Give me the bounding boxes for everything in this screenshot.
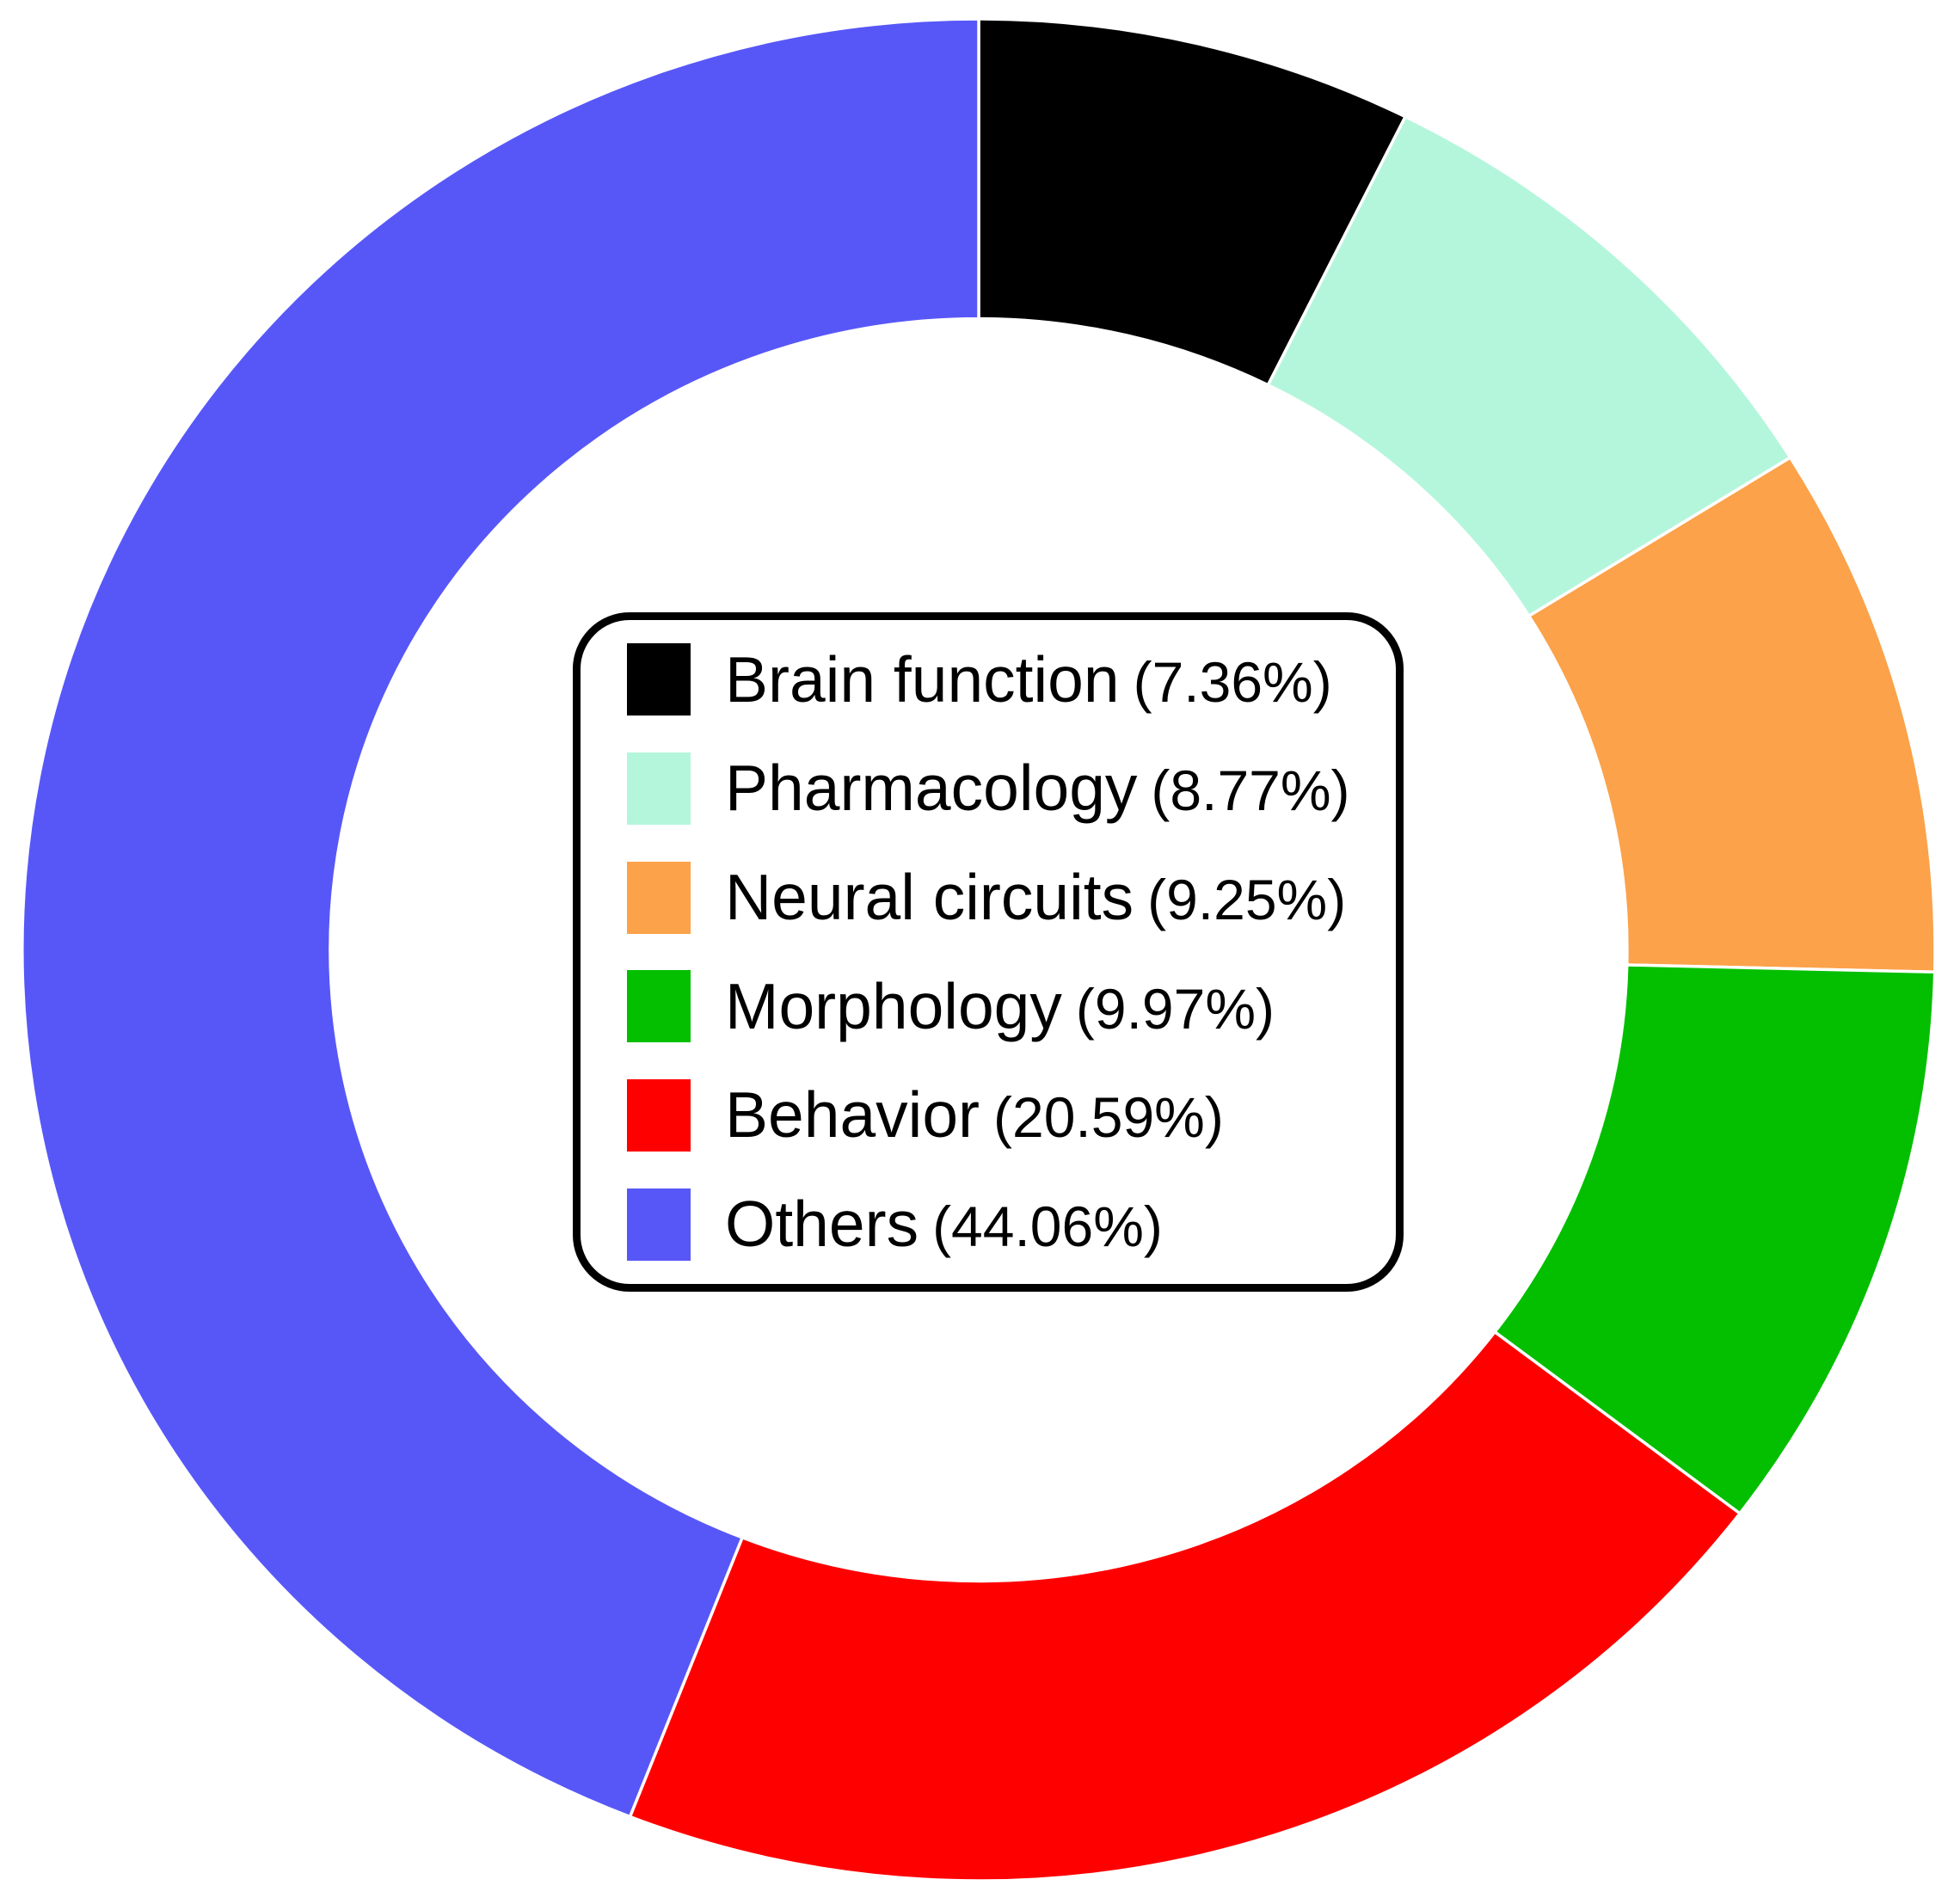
legend-percentage: (20.59%) <box>993 1085 1224 1150</box>
legend-percentage: (7.36%) <box>1133 649 1332 714</box>
legend-name: Pharmacology <box>725 752 1138 825</box>
legend-swatch-others <box>627 1188 691 1261</box>
legend-item-pharmacology: Pharmacology(8.77%) <box>581 752 1396 825</box>
donut-segment-morphology <box>1492 963 1937 1516</box>
legend-item-brain-function: Brain function(7.36%) <box>581 643 1396 716</box>
legend-label: Brain function(7.36%) <box>725 647 1332 714</box>
legend-percentage: (9.97%) <box>1075 976 1275 1041</box>
legend-percentage: (8.77%) <box>1151 759 1350 823</box>
legend-box: Brain function(7.36%) Pharmacology(8.77%… <box>573 612 1404 1292</box>
legend-name: Morphology <box>725 969 1062 1042</box>
legend-name: Brain function <box>725 642 1120 716</box>
legend-item-others: Others(44.06%) <box>581 1188 1396 1261</box>
legend-item-behavior: Behavior(20.59%) <box>581 1078 1396 1152</box>
legend-label: Pharmacology(8.77%) <box>725 756 1350 820</box>
legend-percentage: (9.25%) <box>1147 868 1347 932</box>
legend-label: Neural circuits(9.25%) <box>725 865 1346 930</box>
donut-segment-others <box>21 17 980 1819</box>
legend-label: Morphology(9.97%) <box>725 973 1275 1041</box>
legend-swatch-neural-circuits <box>627 861 691 934</box>
legend-swatch-brain-function <box>627 643 691 716</box>
legend-item-morphology: Morphology(9.97%) <box>581 970 1396 1043</box>
legend-label: Others(44.06%) <box>725 1192 1163 1256</box>
legend-item-neural-circuits: Neural circuits(9.25%) <box>581 861 1396 934</box>
legend-name: Behavior <box>725 1078 980 1152</box>
legend-name: Neural circuits <box>725 861 1134 934</box>
legend-swatch-morphology <box>627 970 691 1043</box>
legend-swatch-pharmacology <box>627 752 691 825</box>
legend-percentage: (44.06%) <box>932 1195 1163 1259</box>
legend-name: Others <box>725 1188 919 1261</box>
legend-swatch-behavior <box>627 1078 691 1152</box>
donut-segment-behavior <box>628 1330 1742 1883</box>
legend-label: Behavior(20.59%) <box>725 1083 1224 1147</box>
